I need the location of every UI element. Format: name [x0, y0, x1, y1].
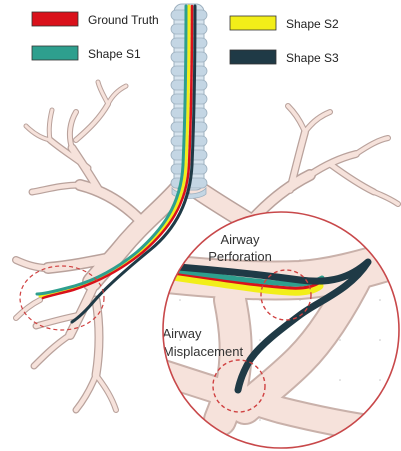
legend-label-shape-s1: Shape S1 — [88, 47, 141, 61]
legend-label-ground-truth: Ground Truth — [88, 13, 159, 27]
perforation-label-line1: Airway — [220, 232, 260, 247]
svg-text:Airway: Airway — [162, 326, 202, 341]
misplacement-label-line1: Airway — [162, 326, 202, 341]
svg-text:Misplacement: Misplacement — [163, 344, 244, 359]
svg-text:Airway: Airway — [220, 232, 260, 247]
legend-swatch-shape-s2 — [230, 16, 276, 30]
legend-swatch-ground-truth — [32, 12, 78, 26]
legend-label-shape-s3: Shape S3 — [286, 51, 339, 65]
legend-swatch-shape-s1 — [32, 46, 78, 60]
legend-label-shape-s2: Shape S2 — [286, 17, 339, 31]
legend-swatch-shape-s3 — [230, 50, 276, 64]
svg-text:Perforation: Perforation — [208, 249, 272, 264]
magnified-inset: Airway Perforation Airway Misplacement — [150, 212, 400, 448]
misplacement-label-line2: Misplacement — [163, 344, 244, 359]
perforation-label-line2: Perforation — [208, 249, 272, 264]
